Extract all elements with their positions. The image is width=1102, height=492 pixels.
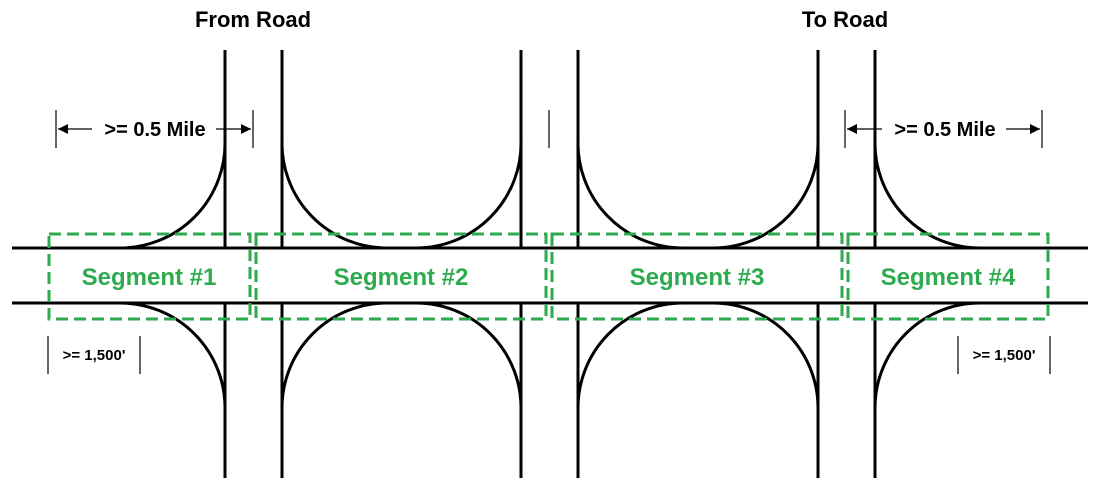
dimension-right-feet: >= 1,500' xyxy=(957,336,1051,374)
segment-4-box xyxy=(846,232,1050,321)
from-road-label: From Road xyxy=(195,7,311,32)
dim-right-feet-label: >= 1,500' xyxy=(973,347,1036,364)
segment-3-box xyxy=(550,232,844,321)
to-road-label: To Road xyxy=(802,7,888,32)
dimension-left-mile: >= 0.5 Mile xyxy=(55,110,254,148)
segment-3-label: Segment #3 xyxy=(630,264,765,291)
dim-left-mile-label: >= 0.5 Mile xyxy=(104,119,205,141)
segment-1-box xyxy=(47,232,252,321)
dim-left-feet-label: >= 1,500' xyxy=(63,347,126,364)
dimension-left-feet: >= 1,500' xyxy=(47,336,141,374)
ramp-curves xyxy=(119,139,981,411)
segments: Segment #1 Segment #2 Segment #3 Segment… xyxy=(47,232,1050,321)
dimension-right-mile: >= 0.5 Mile xyxy=(844,110,1043,148)
dim-right-mile-label: >= 0.5 Mile xyxy=(894,119,995,141)
segment-4-label: Segment #4 xyxy=(881,264,1016,291)
segment-1-label: Segment #1 xyxy=(82,264,217,291)
segment-2-label: Segment #2 xyxy=(334,264,469,291)
segment-2-box xyxy=(254,232,548,321)
cross-roads xyxy=(223,50,877,478)
